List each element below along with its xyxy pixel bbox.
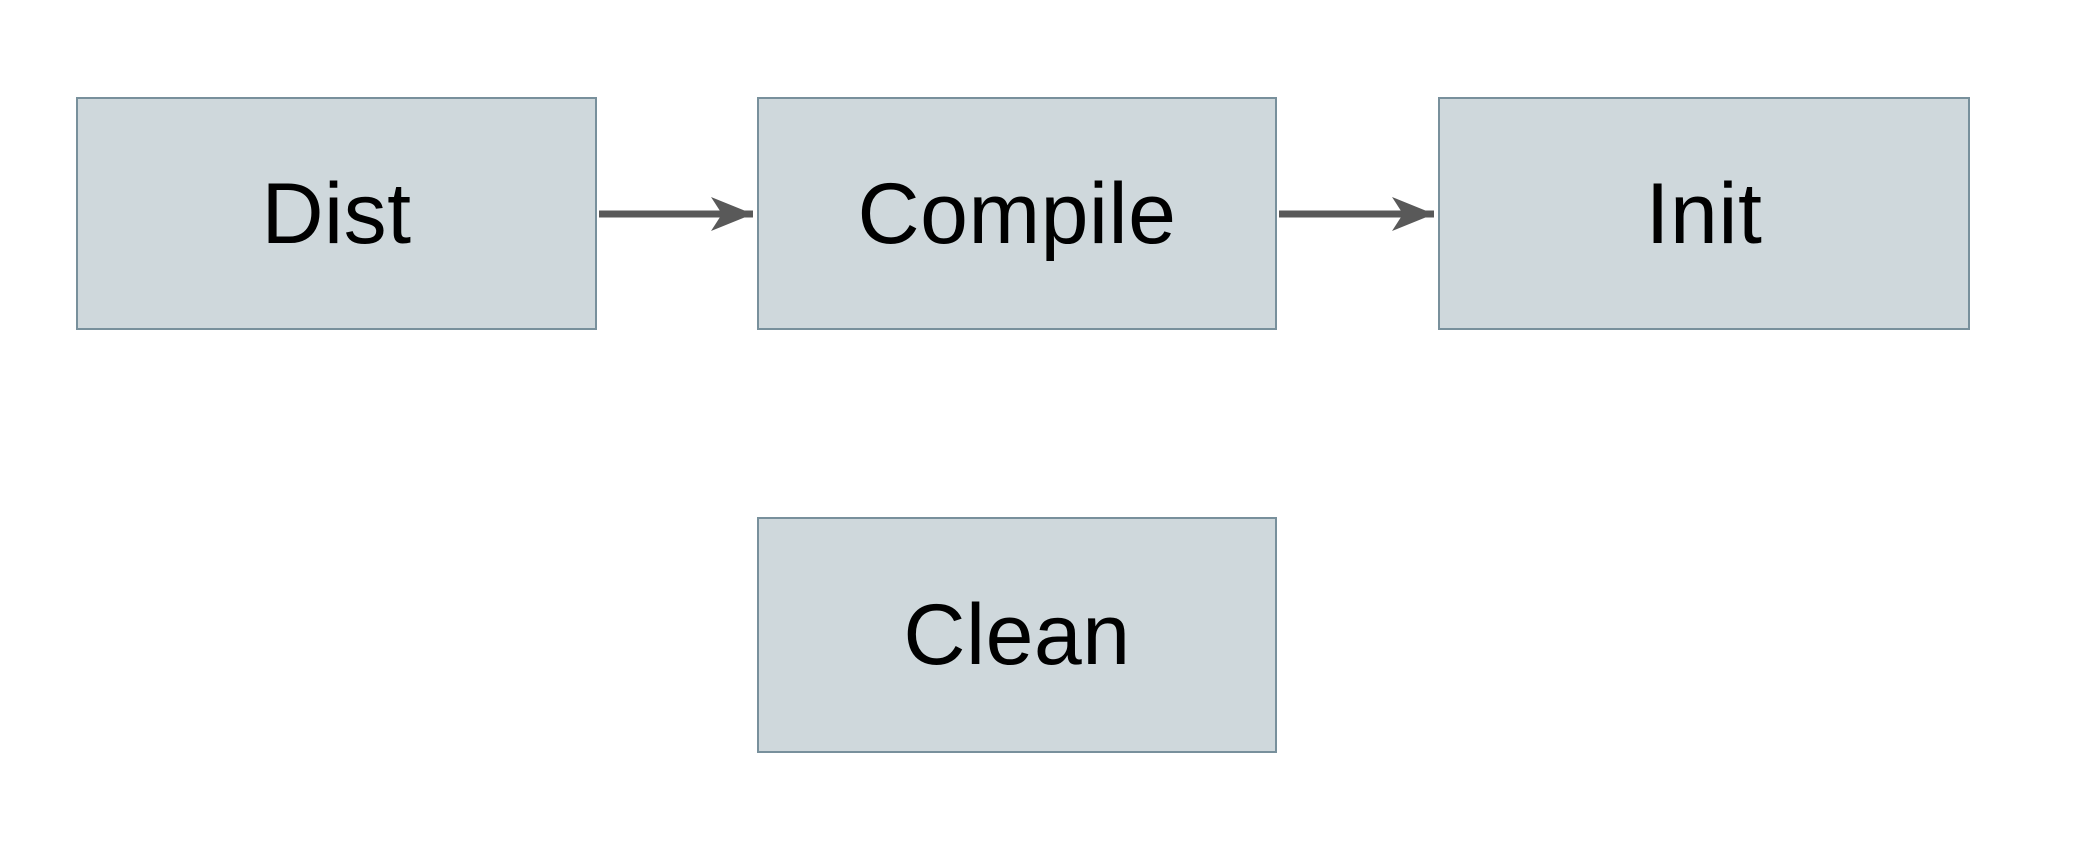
node-init-label: Init	[1645, 165, 1763, 262]
node-compile: Compile	[757, 97, 1277, 330]
node-dist-label: Dist	[261, 165, 412, 262]
node-dist: Dist	[76, 97, 597, 330]
node-compile-label: Compile	[857, 165, 1177, 262]
node-clean: Clean	[757, 517, 1277, 753]
node-clean-label: Clean	[903, 587, 1131, 683]
node-init: Init	[1438, 97, 1970, 330]
